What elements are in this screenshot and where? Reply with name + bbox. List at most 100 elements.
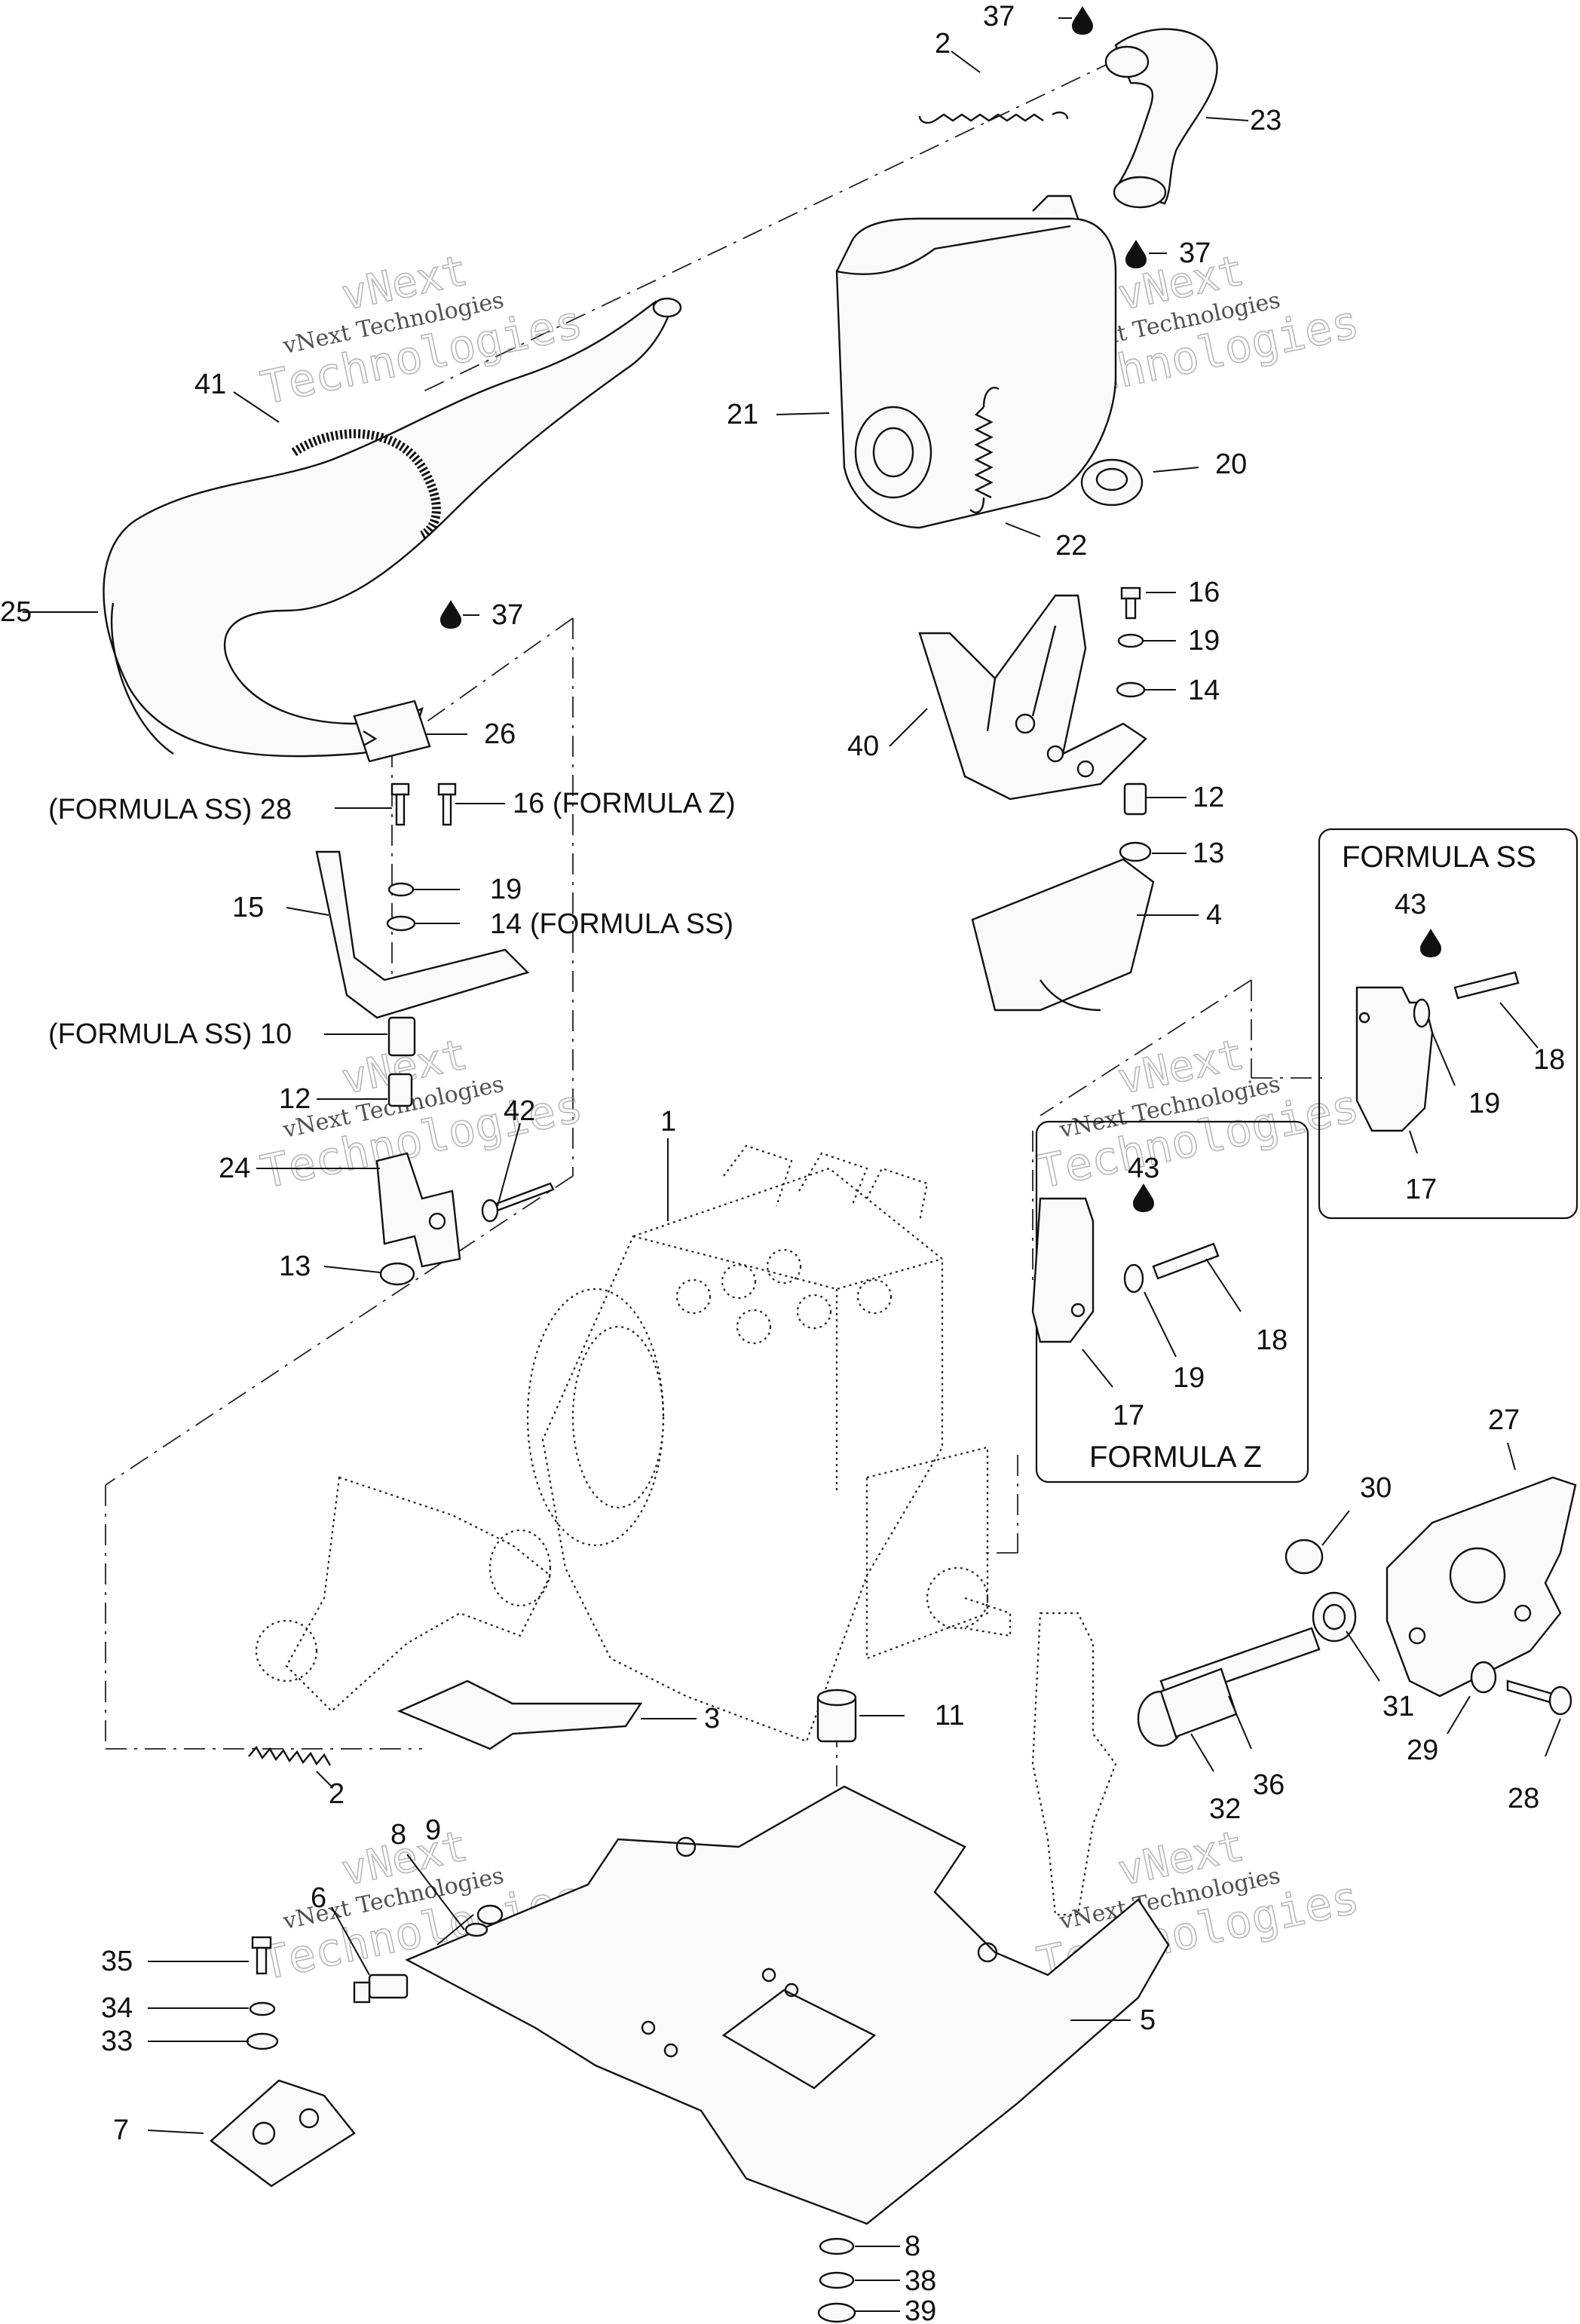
callout-16b: 16 (FORMULA Z) [513, 788, 736, 819]
part-41-spring-clip [291, 429, 441, 540]
part-6-stud [353, 1973, 409, 2004]
part-28-screw-left [390, 782, 410, 826]
callout-34: 34 [101, 1992, 133, 2024]
callout-37a: 37 [983, 1, 1015, 32]
oil-drop-37b [1125, 240, 1147, 268]
callout-28a: (FORMULA SS) 28 [48, 794, 292, 825]
part-14-washer-left [386, 915, 416, 932]
callout-17b: 17 [1113, 1400, 1144, 1431]
part-20-grommet [1080, 458, 1144, 507]
callout-32: 32 [1209, 1793, 1241, 1825]
callout-43b: 43 [1128, 1153, 1159, 1184]
callout-12a: 12 [1193, 782, 1224, 813]
callout-43a: 43 [1395, 889, 1426, 920]
leader-lines [23, 17, 1561, 2312]
part-4-heat-shield [971, 858, 1155, 1012]
part-40-muffler-bracket [918, 594, 1147, 801]
callout-28b: 28 [1508, 1783, 1539, 1814]
part-10-spacer [387, 1016, 416, 1057]
part-42-rivet [481, 1182, 555, 1223]
part-9-nut [476, 1904, 504, 1925]
callout-7: 7 [113, 2114, 129, 2146]
part-32-sleeve [1137, 1667, 1238, 1747]
callout-35: 35 [101, 1946, 133, 1977]
part-2-spring-bottom [248, 1745, 332, 1766]
oil-drop-37c [440, 600, 461, 629]
engine-mount-bracket-dotted [1031, 1612, 1117, 1916]
part-11-bushing [816, 1689, 857, 1743]
callout-2a: 2 [935, 28, 951, 60]
part-27-bracket [1386, 1476, 1577, 1698]
part-2-spring-top [918, 111, 1069, 124]
callout-38: 38 [905, 2265, 936, 2297]
part-16-screw-left [437, 782, 457, 826]
part-30-nut [1285, 1539, 1324, 1575]
callout-10: (FORMULA SS) 10 [48, 1018, 292, 1050]
callout-41: 41 [194, 369, 226, 400]
part-33-washer [246, 2032, 279, 2050]
part-19-lockwasher-right [1117, 633, 1144, 648]
part-5-support-plate [405, 1785, 1170, 2225]
part-8-washer-top [464, 1922, 488, 1937]
callout-18b: 18 [1256, 1324, 1288, 1356]
part-26-sleeve [353, 700, 431, 763]
intake-manifold [255, 1476, 552, 1713]
callout-11: 11 [935, 1700, 964, 1732]
callout-39: 39 [905, 2295, 936, 2324]
part-17-plate-z [1031, 1197, 1095, 1343]
part-17-plate-ss [1355, 986, 1434, 1132]
part-15-bracket [315, 850, 530, 1019]
callout-14a: 14 [1188, 675, 1220, 706]
part-8-washer-bottom [819, 2237, 855, 2255]
part-22-spring-muffler [969, 387, 1000, 513]
part-19-lockwasher-left [387, 882, 415, 897]
callout-14b: 14 (FORMULA SS) [490, 908, 733, 940]
callout-17a: 17 [1405, 1174, 1437, 1205]
callout-5: 5 [1140, 2004, 1156, 2036]
oil-drop-37a [1072, 6, 1093, 35]
part-24-bracket [375, 1152, 461, 1268]
part-3-plate [397, 1679, 643, 1750]
callout-25: 25 [0, 596, 32, 628]
callout-8a: 8 [390, 1819, 406, 1851]
callout-27: 27 [1488, 1404, 1520, 1436]
formula-z-title: FORMULA Z [1089, 1441, 1262, 1474]
callout-2b: 2 [329, 1778, 344, 1810]
part-35-screw [251, 1936, 272, 1975]
callout-19d: 19 [1173, 1362, 1205, 1394]
part-12-bushing-right [1123, 782, 1147, 816]
part-23-exhaust-elbow [1104, 28, 1218, 209]
callout-9: 9 [425, 1814, 441, 1846]
callout-21: 21 [727, 399, 758, 430]
callout-37b: 37 [1179, 237, 1211, 269]
callout-15: 15 [232, 892, 264, 923]
callout-16a: 16 [1188, 577, 1220, 608]
part-31-nut [1312, 1591, 1357, 1643]
callout-4: 4 [1206, 899, 1222, 931]
part-34-lockwasher [249, 2001, 276, 2016]
callout-22: 22 [1055, 530, 1087, 562]
callout-31: 31 [1382, 1691, 1414, 1722]
callout-18a: 18 [1533, 1044, 1565, 1076]
part-13-nut-right [1119, 841, 1152, 862]
part-28-bolt-right [1506, 1679, 1572, 1716]
part-29-washer [1470, 1661, 1497, 1694]
callout-3: 3 [704, 1703, 720, 1735]
part-19-lockwasher-ss [1413, 998, 1431, 1028]
watermark-mid-right: vNext vNext Technologies Technologies [1032, 1030, 1364, 1200]
callout-37c: 37 [491, 599, 523, 631]
formula-z-detail-box: FORMULA Z [1031, 1120, 1309, 1484]
callout-23: 23 [1250, 105, 1281, 136]
part-12-bushing-left [387, 1073, 413, 1107]
part-18-bolt-z [1152, 1242, 1220, 1280]
callout-19b: 19 [490, 874, 522, 905]
callout-13b: 13 [279, 1251, 311, 1282]
callout-19c: 19 [1468, 1088, 1500, 1119]
part-13-nut-left [379, 1262, 415, 1286]
oil-drop-43a [1420, 929, 1441, 957]
part-38-lockwasher [819, 2271, 855, 2289]
part-1-engine [526, 1144, 1012, 1743]
part-16-screw-right [1120, 586, 1141, 620]
part-14-washer-right [1116, 681, 1146, 698]
